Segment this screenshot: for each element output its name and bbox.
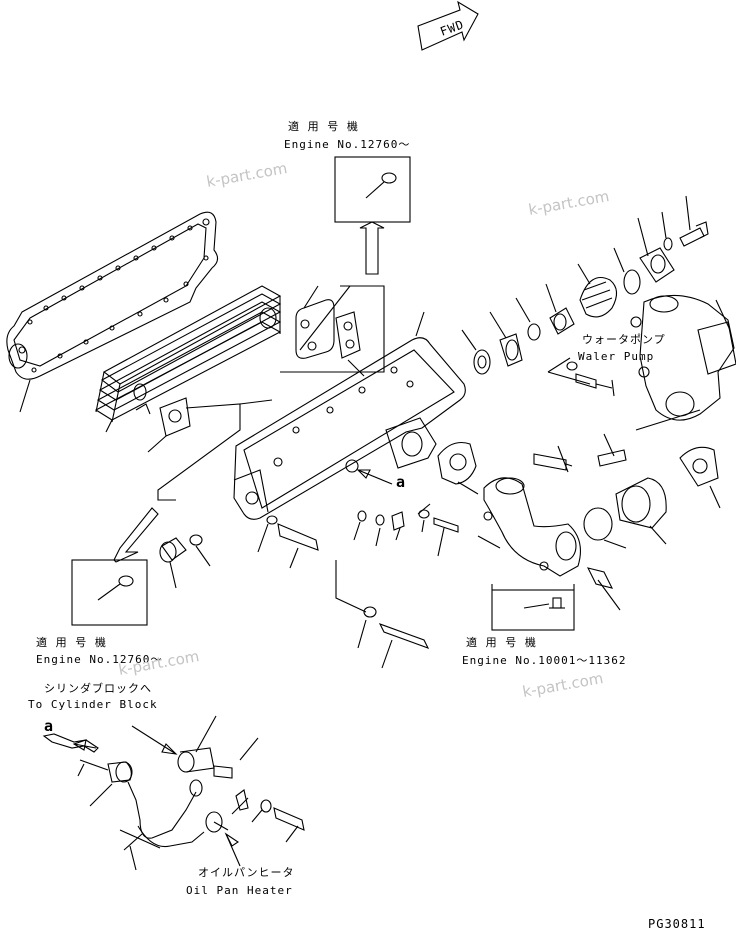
leader-arrows-heater (72, 725, 241, 867)
oil-cooler-cover (233, 311, 466, 520)
heater-clamps (177, 715, 305, 843)
applicability-right-jp: 適 用 号 機 (466, 636, 537, 649)
inset-box-gasket-left (71, 507, 159, 626)
cylinder-block-en: To Cylinder Block (28, 698, 158, 711)
ref-marker-a-bottom: a (44, 717, 55, 735)
ref-arrow-a (356, 469, 393, 485)
applicability-top-jp: 適 用 号 機 (288, 120, 359, 133)
inset-box-plug (491, 584, 575, 631)
bolts-center (257, 503, 459, 569)
gasket-small-left (147, 397, 191, 453)
oil-cooler-element (94, 285, 282, 433)
dashed-guide-lines (157, 285, 385, 501)
oil-cooler-gasket (6, 211, 219, 413)
fwd-arrow-icon (417, 0, 479, 51)
water-pump-jp: ウォータポンプ (582, 333, 666, 346)
temperature-sensor (586, 567, 621, 611)
cylinder-block-jp: シリンダブロックへ (44, 682, 152, 695)
drain-plug (159, 534, 211, 589)
elbow-pipe (477, 477, 581, 577)
applicability-left-en: Engine No.12760～ (36, 653, 163, 666)
water-pump-en: Waler Pump (578, 350, 655, 363)
oil-pan-heater-en: Oil Pan Heater (186, 884, 293, 897)
applicability-right-en: Engine No.10001～11362 (462, 654, 627, 667)
gasket-cover (295, 285, 365, 377)
inset-box-gasket-top (334, 156, 411, 275)
ref-marker-a-top: a (396, 473, 407, 491)
heater-harness (42, 733, 229, 871)
long-bolt (335, 560, 430, 669)
oil-pan-heater-jp: オイルパンヒータ (198, 866, 295, 879)
pipe-connector (583, 446, 721, 549)
applicability-top-en: Engine No.12760～ (284, 138, 411, 151)
drawing-code: PG30811 (648, 917, 706, 931)
bolts-right (533, 361, 627, 473)
thermostat-parts (461, 195, 709, 375)
applicability-left-jp: 適 用 号 機 (36, 636, 107, 649)
water-pump-leader (547, 357, 701, 431)
gasket-outlet (437, 441, 479, 495)
